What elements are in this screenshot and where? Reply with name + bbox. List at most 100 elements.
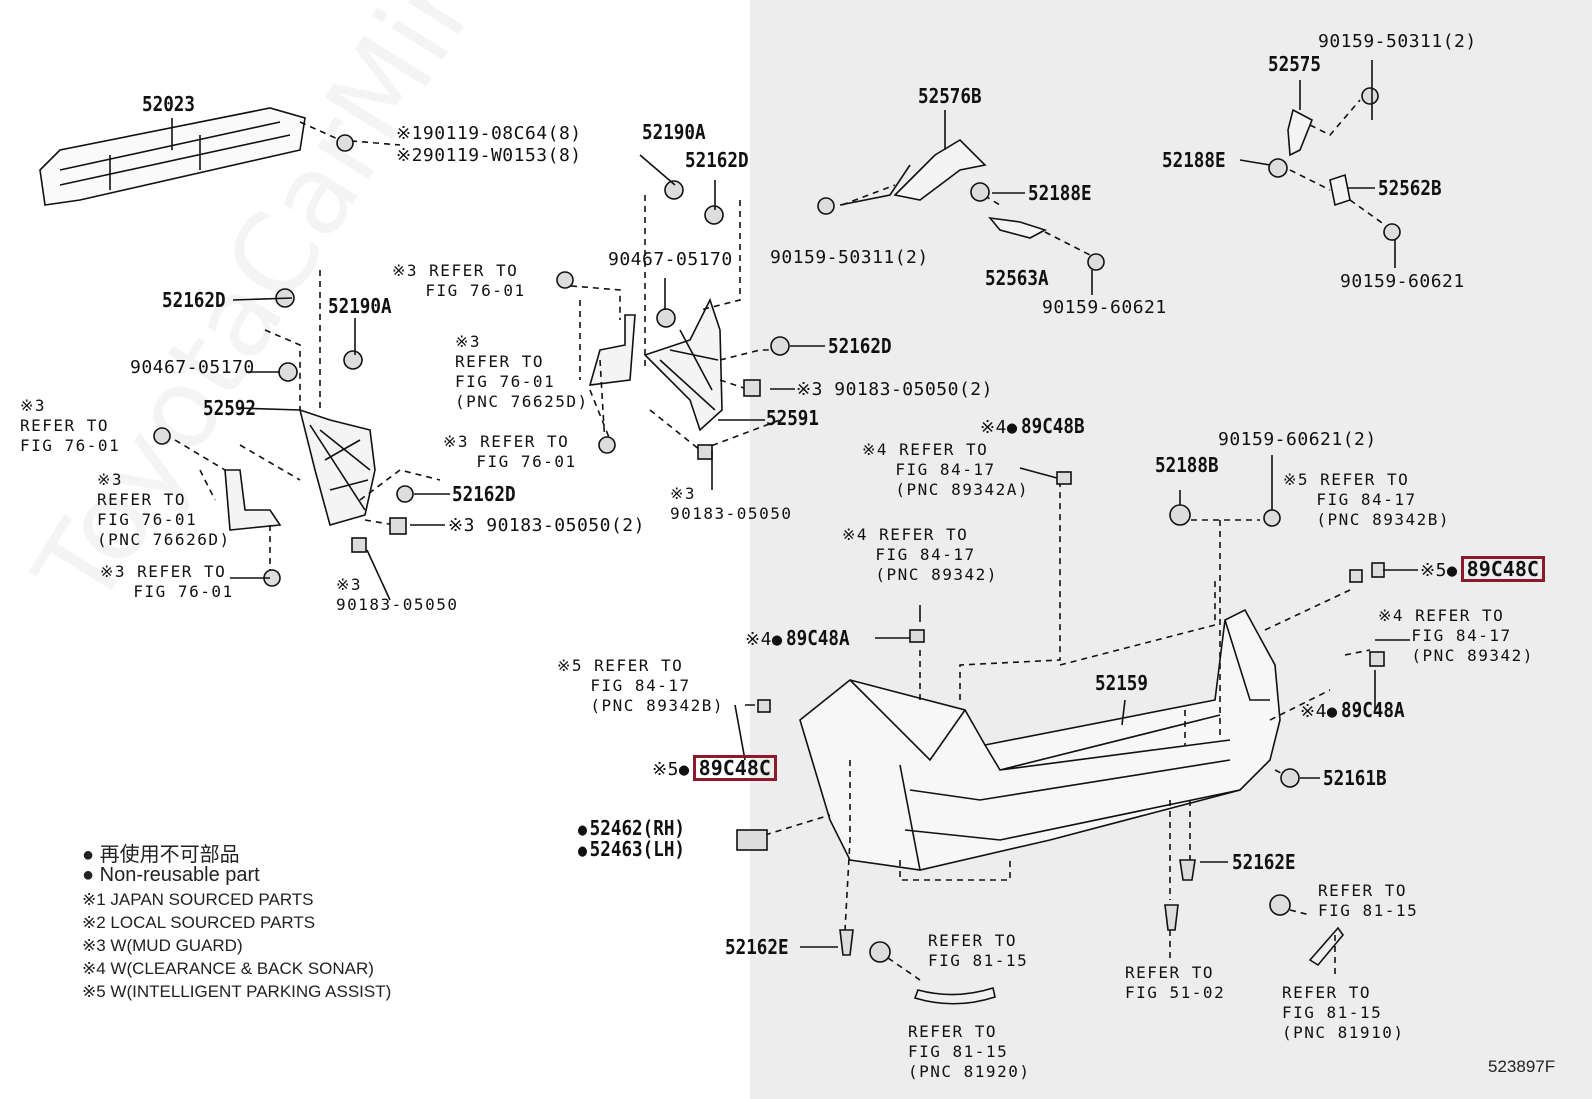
legend-note-4: ※4 W(CLEARANCE & BACK SONAR) <box>82 959 374 978</box>
part-number: 52162D <box>162 288 226 312</box>
bolt-icon <box>1263 509 1281 527</box>
legend-note-3: ※3 W(MUD GUARD) <box>82 936 243 955</box>
reference-note: ※3 REFER TO FIG 76-01 <box>100 562 234 601</box>
part-number: 89C48A <box>1340 698 1405 722</box>
sensor-icon <box>1371 562 1385 578</box>
part-number: ※3 90183-05050(2) <box>796 379 993 400</box>
part-number: 52162E <box>725 935 789 959</box>
part-number: ※3 90183-05050(2) <box>448 515 645 536</box>
part-number: ※3 90183-05050 <box>670 484 793 523</box>
reflector-strip <box>1308 926 1345 967</box>
fastener-icon <box>839 929 854 956</box>
mudguard-bracket-right <box>643 297 723 432</box>
clip-icon <box>1280 768 1300 788</box>
part-number: 52188B <box>1155 453 1219 477</box>
part-number: 90467-05170 <box>130 357 255 378</box>
part-number: 52592 <box>203 396 256 420</box>
nut-icon <box>697 444 713 460</box>
clip-icon <box>278 362 298 382</box>
bolt-icon <box>336 134 354 152</box>
bolt-icon <box>1087 253 1105 271</box>
sensor-icon <box>1369 651 1385 667</box>
part-number: 52162D <box>685 148 749 172</box>
part-number: 90159-60621 <box>1042 297 1167 318</box>
part-number: 52188E <box>1162 148 1226 172</box>
bolt-icon <box>598 436 616 454</box>
reference-note: ※3 REFER TO FIG 76-01 (PNC 76625D) <box>455 332 589 411</box>
clip-icon <box>664 180 684 200</box>
part-number: 90159-50311(2) <box>770 247 929 268</box>
part-number: 90467-05170 <box>608 249 733 270</box>
clip-icon <box>869 941 891 963</box>
bracket-52563a <box>988 216 1048 239</box>
reference-note: ※3 REFER TO FIG 76-01 (PNC 76626D) <box>97 470 231 549</box>
part-number: 52190A <box>642 120 706 144</box>
reference-note: ※3 REFER TO FIG 76-01 <box>20 396 121 455</box>
legend-jp: ● 再使用不可部品 <box>82 844 240 866</box>
reference-note: REFER TO FIG 51-02 <box>1125 963 1226 1002</box>
reference-note: ※3 REFER TO FIG 76-01 <box>392 261 526 300</box>
bracket-52576b <box>893 138 987 201</box>
nut-icon <box>743 379 761 397</box>
part-number: 52575 <box>1268 52 1321 76</box>
part-number: 52159 <box>1095 671 1148 695</box>
part-number: 89C48B <box>1020 414 1085 438</box>
part-number: 52591 <box>766 406 819 430</box>
note-mark: ※4 <box>745 629 772 650</box>
mudguard-right <box>588 314 636 386</box>
part-number: ※290119-W0153(8) <box>396 145 582 166</box>
sensor-icon <box>757 699 771 713</box>
clip-icon <box>343 350 363 370</box>
reflector-strip <box>913 986 996 1005</box>
mudguard-left <box>224 469 282 531</box>
part-number: 52563A <box>985 266 1049 290</box>
part-number: 90159-60621 <box>1340 271 1465 292</box>
diagram-code: 523897F <box>1488 1057 1556 1076</box>
note-mark: ※4 <box>980 417 1007 438</box>
reference-note: ※3 REFER TO FIG 76-01 <box>443 432 577 471</box>
reference-note: ※4 REFER TO FIG 84-17 (PNC 89342A) <box>862 440 1029 499</box>
fastener-icon <box>1164 904 1179 931</box>
bolt-icon <box>817 197 835 215</box>
clip-icon <box>1268 158 1288 178</box>
reference-note: REFER TO FIG 81-15 (PNC 81910) <box>1282 983 1405 1042</box>
sensor-icon <box>909 629 925 643</box>
part-number: 90159-50311(2) <box>1318 31 1477 52</box>
part-number-89c48a-right: ※4 89C48A <box>1300 700 1413 722</box>
sensor-icon <box>1349 569 1363 583</box>
part-number: 52576B <box>918 84 982 108</box>
reflector-icon <box>736 829 768 851</box>
part-number: 52162D <box>828 334 892 358</box>
reference-note: ※5 REFER TO FIG 84-17 (PNC 89342B) <box>1283 470 1450 529</box>
part-number: 52162E <box>1232 850 1296 874</box>
part-number: 52188E <box>1028 181 1092 205</box>
part-number: 90159-60621(2) <box>1218 429 1377 450</box>
clip-icon <box>970 182 990 202</box>
clip-icon <box>656 308 676 328</box>
part-number: 52462(RH) <box>578 818 685 840</box>
legend-note-2: ※2 LOCAL SOURCED PARTS <box>82 913 316 932</box>
part-number: 52463(LH) <box>578 839 685 861</box>
part-number: 52562B <box>1378 176 1442 200</box>
reference-note: ※4 REFER TO FIG 84-17 (PNC 89342) <box>1378 606 1534 665</box>
part-number-89c48c-right: ※589C48C <box>1420 556 1545 582</box>
bolt-icon <box>1383 223 1401 241</box>
clip-icon <box>1269 894 1291 916</box>
part-number: ※3 90183-05050 <box>336 575 459 614</box>
bolt-icon <box>396 485 414 503</box>
bracket-52575 <box>1287 108 1314 157</box>
part-number: ※190119-08C64(8) <box>396 123 582 144</box>
bolt-icon <box>556 271 574 289</box>
note-mark: ※5 <box>652 759 679 780</box>
note-mark: ※4 <box>1300 701 1327 722</box>
highlighted-part-number[interactable]: 89C48C <box>1460 556 1545 582</box>
clip-icon <box>1169 504 1191 526</box>
part-number: 52161B <box>1323 766 1387 790</box>
part-number: 52190A <box>328 294 392 318</box>
bolt-icon <box>1361 87 1379 105</box>
clip-icon <box>770 336 790 356</box>
bumper-reinforcement <box>39 107 306 206</box>
highlighted-part-number[interactable]: 89C48C <box>692 755 777 781</box>
legend-note-5: ※5 W(INTELLIGENT PARKING ASSIST) <box>82 982 392 1001</box>
